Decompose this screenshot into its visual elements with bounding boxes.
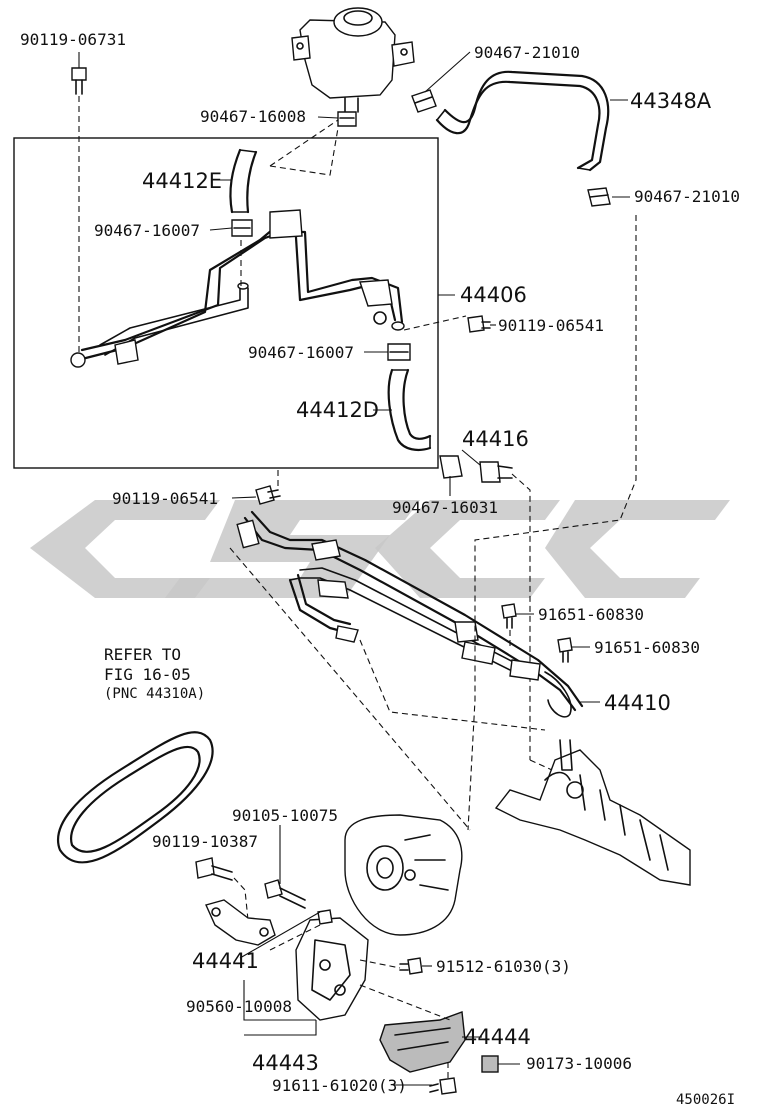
label-44412D: 44412D xyxy=(296,398,379,422)
clamp-21010-top xyxy=(411,89,437,113)
label-91512-61030: 91512-61030(3) xyxy=(436,957,571,976)
label-90467-21010-right: 90467-21010 xyxy=(634,187,740,206)
leader-lines xyxy=(78,51,630,1086)
bolt-60830-a xyxy=(501,603,517,629)
label-44406: 44406 xyxy=(460,283,527,307)
refer-line-3: (PNC 44310A) xyxy=(104,686,205,702)
label-44444: 44444 xyxy=(464,1025,531,1049)
power-steering-pump xyxy=(344,814,463,936)
bolt-10387 xyxy=(195,857,233,881)
label-90119-06541-right: 90119-06541 xyxy=(498,316,604,335)
nut-10006 xyxy=(481,1055,499,1073)
label-91611-61020: 91611-61020(3) xyxy=(272,1076,407,1095)
label-90467-16007-a: 90467-16007 xyxy=(94,221,200,240)
bolt-61030 xyxy=(399,957,423,975)
label-44416: 44416 xyxy=(462,427,529,451)
figure-id: 450026I xyxy=(676,1092,735,1108)
bracket-44441 xyxy=(205,899,276,946)
label-90467-16008: 90467-16008 xyxy=(200,107,306,126)
bolt-10075 xyxy=(264,879,306,909)
clamp-16008 xyxy=(337,111,357,127)
bolt-06541-left xyxy=(255,485,281,505)
label-90105-10075: 90105-10075 xyxy=(232,806,338,825)
assembly-group-box xyxy=(13,137,439,469)
bolt-61020 xyxy=(429,1077,457,1095)
steering-gear xyxy=(494,739,691,886)
label-90119-06731: 90119-06731 xyxy=(20,30,126,49)
bolt-60830-b xyxy=(557,637,573,663)
label-90467-16007-b: 90467-16007 xyxy=(248,343,354,362)
label-90119-06541-left: 90119-06541 xyxy=(112,489,218,508)
hose-44412E xyxy=(229,148,258,214)
label-44441: 44441 xyxy=(192,949,259,973)
label-90467-16031: 90467-16031 xyxy=(392,498,498,517)
reservoir-tank xyxy=(291,7,415,113)
watermark-logo xyxy=(30,500,730,598)
bracket-44444 xyxy=(379,1011,466,1073)
label-44348A: 44348A xyxy=(630,89,712,113)
label-44410: 44410 xyxy=(604,691,671,715)
clamp-16007-a xyxy=(231,219,253,237)
hose-44348A xyxy=(435,70,610,172)
union-bolt-44416 xyxy=(439,455,513,483)
label-44412E: 44412E xyxy=(142,169,222,193)
label-90467-21010-top: 90467-21010 xyxy=(474,43,580,62)
refer-line-1: REFER TO xyxy=(104,645,181,664)
bracket-44443 xyxy=(295,909,369,1021)
label-90173-10006: 90173-10006 xyxy=(526,1054,632,1073)
clamp-16007-b xyxy=(387,343,411,361)
hose-44412D xyxy=(387,368,432,451)
label-91651-60830-a: 91651-60830 xyxy=(538,605,644,624)
bolt-06541-right xyxy=(467,315,491,333)
label-90119-10387: 90119-10387 xyxy=(152,832,258,851)
drive-belt xyxy=(57,731,214,864)
pressure-hose-44410 xyxy=(236,510,584,718)
pipe-assembly-44406 xyxy=(70,209,405,368)
label-91651-60830-b: 91651-60830 xyxy=(594,638,700,657)
bolt-06731 xyxy=(71,67,87,95)
clamp-21010-right xyxy=(587,187,611,207)
label-90560-10008: 90560-10008 xyxy=(186,997,292,1016)
refer-line-2: FIG 16-05 xyxy=(104,665,191,684)
label-44443: 44443 xyxy=(252,1051,319,1075)
